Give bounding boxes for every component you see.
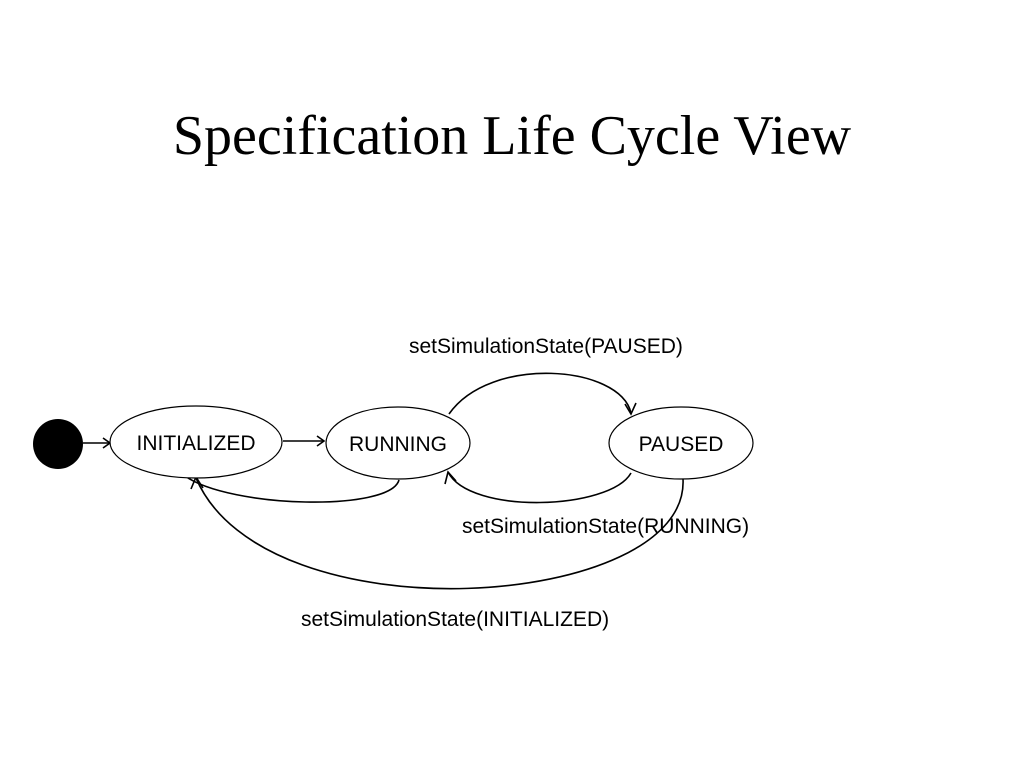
arrowhead-back-to-running <box>444 470 457 485</box>
state-running-shape <box>325 406 471 480</box>
state-initialized: INITIALIZED <box>109 405 283 479</box>
transition-label-initialized: setSimulationState(INITIALIZED) <box>301 608 609 631</box>
state-running-label: RUNNING <box>349 433 447 456</box>
edge-running-to-paused <box>448 372 632 415</box>
state-initialized-shape <box>109 405 283 479</box>
arrowhead-to-running <box>316 435 326 447</box>
state-paused: PAUSED <box>608 406 754 480</box>
state-running: RUNNING <box>325 406 471 480</box>
arrowhead-to-paused <box>624 402 637 416</box>
slide-title: Specification Life Cycle View <box>172 105 852 167</box>
transition-label-running: setSimulationState(RUNNING) <box>462 515 749 538</box>
edge-paused-to-initialized <box>195 477 684 590</box>
state-paused-label: PAUSED <box>639 433 724 456</box>
edge-paused-to-running <box>447 471 632 504</box>
initial-state-dot <box>33 419 83 469</box>
state-initialized-label: INITIALIZED <box>136 432 255 455</box>
edge-running-to-initialized <box>184 475 400 503</box>
state-paused-shape <box>608 406 754 480</box>
transition-label-paused: setSimulationState(PAUSED) <box>409 335 683 358</box>
